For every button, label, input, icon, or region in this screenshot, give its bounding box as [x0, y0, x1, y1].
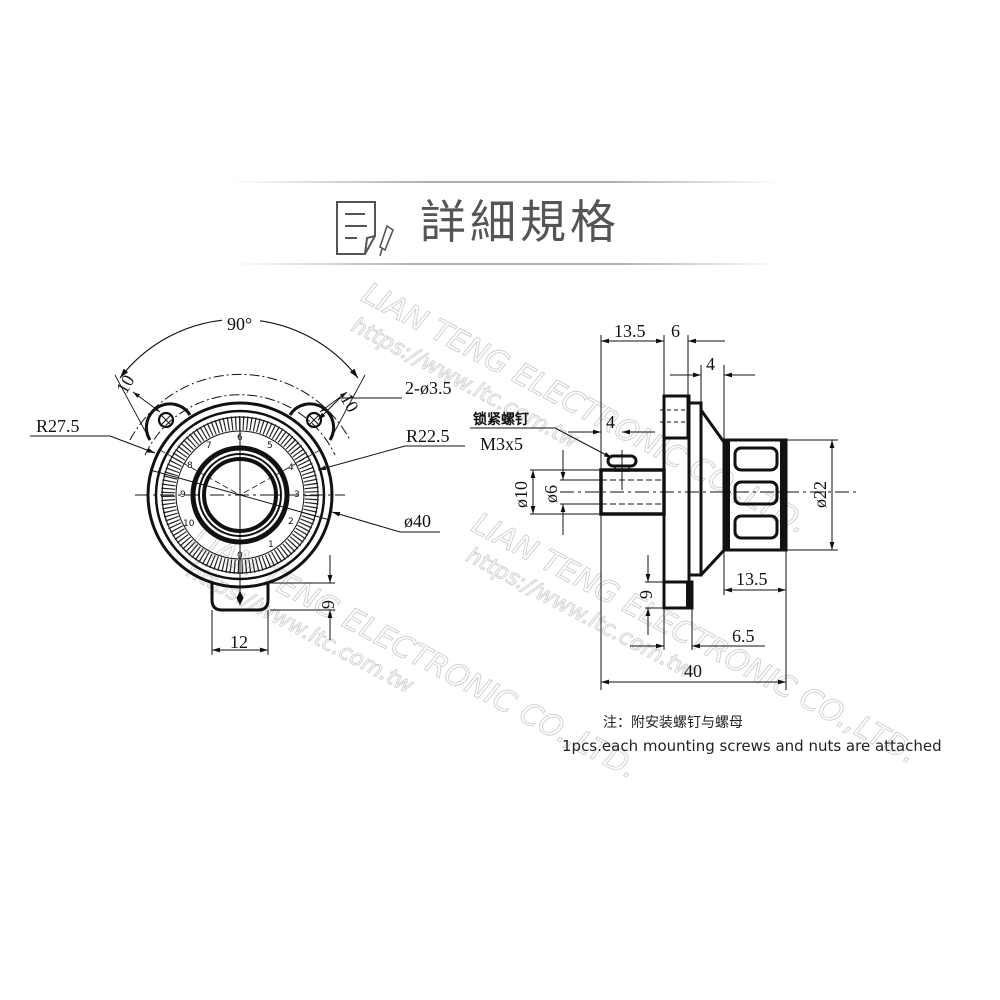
side-view-labels: 13.5 6 4 4 锁紧螺钉 M3x5 ø10 ø6 ø22 13.5 6 6… — [473, 321, 830, 681]
svg-text:9: 9 — [180, 490, 186, 500]
header-divider-top — [230, 181, 780, 183]
shaft-outer-diameter: ø10 — [511, 481, 531, 508]
knob-length: 13.5 — [736, 569, 768, 589]
dim-top-left: 13.5 — [614, 321, 646, 341]
document-pen-icon — [336, 201, 394, 257]
screw-offset: 4 — [606, 412, 615, 432]
tab-height-label: 6 — [318, 600, 338, 609]
knob-diameter: ø22 — [810, 481, 830, 508]
svg-text:2: 2 — [288, 517, 294, 527]
svg-text:5: 5 — [267, 441, 273, 451]
screw-label-cn: 锁紧螺钉 — [473, 411, 529, 428]
svg-text:0: 0 — [237, 551, 243, 561]
note-english: 1pcs.each mounting screws and nuts are a… — [562, 737, 942, 755]
note-chinese: 注：附安装螺钉与螺母 — [603, 715, 743, 731]
tab-width-label: 12 — [230, 632, 248, 652]
outer-radius-label: R27.5 — [36, 416, 80, 436]
dim-top-right: 4 — [706, 354, 715, 374]
shaft-inner-diameter: ø6 — [541, 485, 561, 503]
svg-text:LIAN TENG ELECTRONIC CO.,LTD.: LIAN TENG ELECTRONIC CO.,LTD. — [356, 276, 813, 541]
page-title: 詳細規格 — [420, 195, 620, 249]
svg-text:6: 6 — [237, 433, 243, 443]
svg-text:7: 7 — [206, 441, 212, 451]
tab-offset: 6.5 — [732, 626, 755, 646]
svg-text:4: 4 — [288, 463, 294, 473]
spec-header: 詳細規格 — [230, 180, 780, 265]
dim-top-mid: 6 — [671, 321, 680, 341]
hole-label: 2-ø3.5 — [405, 378, 452, 398]
angle-label: 90° — [227, 314, 252, 334]
total-length: 40 — [684, 661, 702, 681]
screw-label-spec: M3x5 — [480, 434, 523, 454]
header-divider-bottom — [230, 263, 780, 265]
svg-text:8: 8 — [187, 461, 193, 471]
ear-width-right: 10 — [337, 390, 363, 416]
svg-text:3: 3 — [294, 490, 300, 500]
svg-text:1: 1 — [268, 540, 274, 550]
side-view — [470, 335, 860, 690]
inner-radius-label: R22.5 — [406, 426, 450, 446]
front-view — [30, 313, 465, 655]
svg-text:10: 10 — [183, 519, 195, 529]
diameter-label: ø40 — [404, 511, 431, 531]
side-tab-height: 6 — [636, 590, 656, 599]
